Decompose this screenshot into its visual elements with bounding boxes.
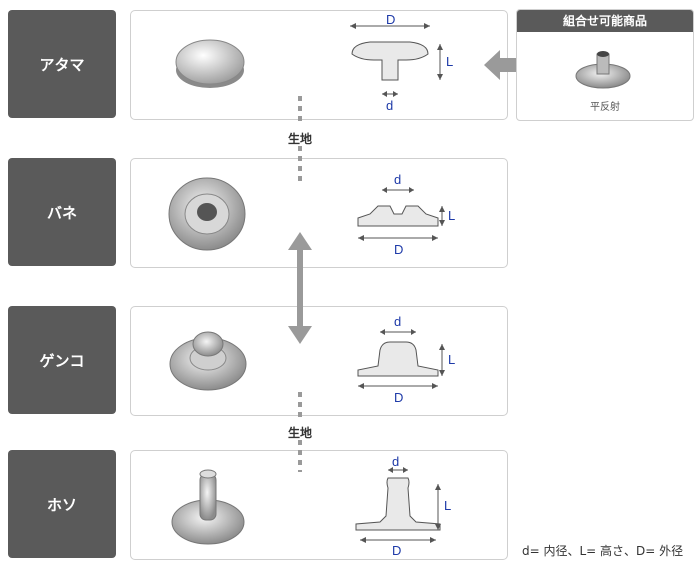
part-label-text: ゲンコ	[39, 351, 85, 370]
dim-d-label: d	[394, 172, 401, 187]
dim-D-label: D	[394, 242, 403, 257]
card-atama	[130, 10, 508, 120]
compatible-caption: 平反射	[590, 102, 620, 113]
dim-D-label: D	[394, 390, 403, 405]
part-label-atama: アタマ	[8, 10, 116, 118]
dimension-legend: d= 内径、L= 高さ、D= 外径	[522, 544, 684, 558]
part-label-text: バネ	[46, 203, 77, 222]
arrow-left-icon	[484, 50, 516, 80]
part-label-text: ホソ	[46, 495, 77, 514]
flat-eyelet-photo	[575, 51, 631, 89]
dim-L-label: L	[448, 352, 455, 367]
dim-L-label: L	[448, 208, 455, 223]
dim-d-label: d	[394, 314, 401, 329]
compatible-product-box: 組合せ可能商品 平反射	[516, 9, 694, 121]
dim-L-label: L	[446, 54, 453, 69]
fabric-label-lower: 生地	[288, 426, 313, 440]
part-label-genko: ゲンコ	[8, 306, 116, 414]
card-genko	[130, 306, 508, 416]
cap-diagram: D L d	[350, 12, 453, 113]
post-diagram: d L D	[355, 454, 451, 558]
stud-diagram: d L D	[357, 314, 455, 405]
dim-L-label: L	[444, 498, 451, 513]
dim-D-label: D	[386, 12, 395, 27]
compatible-title: 組合せ可能商品	[517, 10, 693, 32]
dim-d-label: d	[386, 98, 393, 113]
dim-d-label: d	[392, 454, 399, 469]
double-arrow-icon	[288, 232, 312, 344]
stud-photo	[169, 331, 247, 391]
part-label-bane: バネ	[8, 158, 116, 266]
post-photo	[171, 469, 245, 545]
fabric-label-upper: 生地	[288, 132, 313, 146]
cap-photo	[175, 39, 245, 88]
part-label-hoso: ホソ	[8, 450, 116, 558]
socket-photo	[168, 177, 246, 251]
part-label-text: アタマ	[39, 55, 85, 74]
socket-diagram: d L D	[357, 172, 455, 257]
dim-D-label: D	[392, 543, 401, 558]
